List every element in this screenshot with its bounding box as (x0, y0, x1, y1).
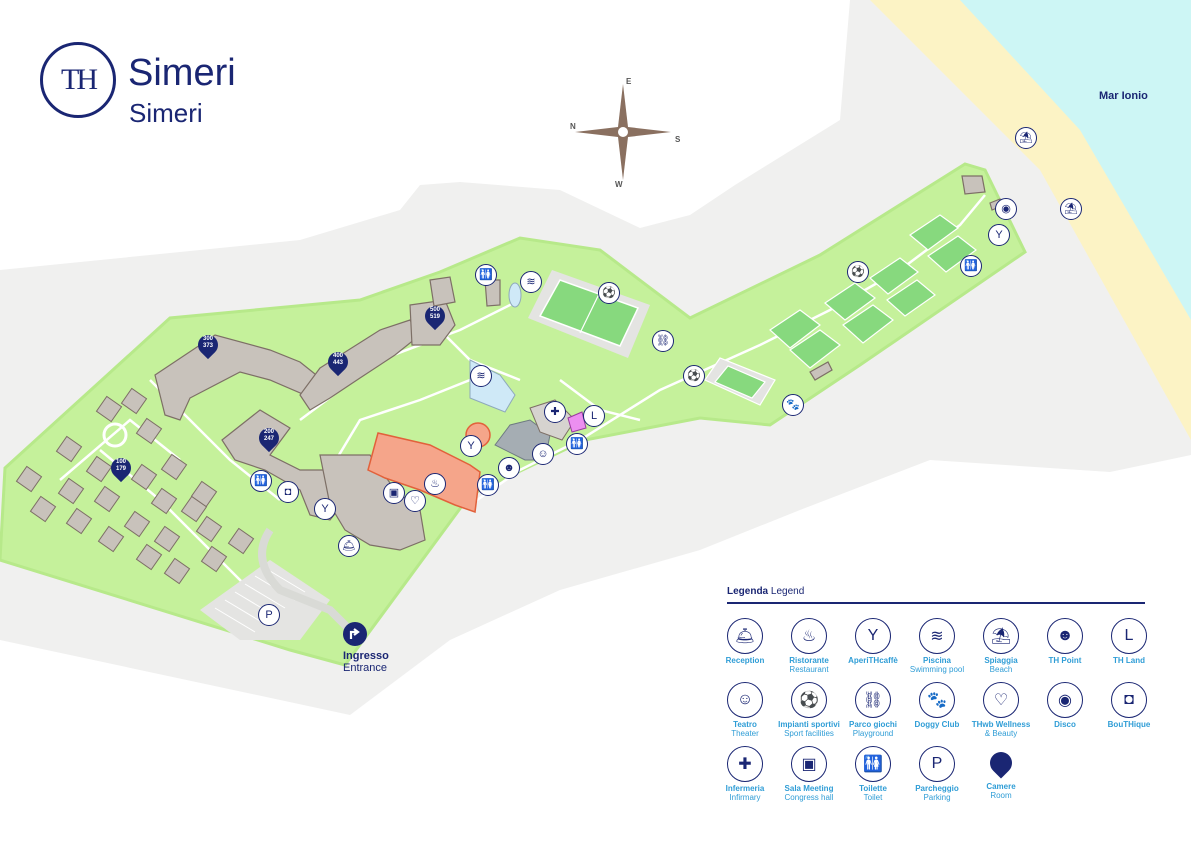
entrance-road (258, 527, 353, 633)
restaurant-icon[interactable]: ♨ (424, 473, 446, 495)
disco-icon[interactable]: ◉ (995, 198, 1017, 220)
football-field (528, 270, 650, 358)
legend-item-wellness: ♡THwb Wellness& Beauty (969, 682, 1033, 738)
meeting-icon[interactable]: ▣ (383, 482, 405, 504)
compass-north: N (570, 122, 576, 131)
meeting-icon: ▣ (791, 746, 827, 782)
sport-courts (704, 214, 977, 406)
th-land-icon: L (1111, 618, 1147, 654)
sea-label: Mar Ionio (1099, 90, 1148, 102)
reception-icon[interactable]: 🛎 (338, 535, 360, 557)
sea (960, 0, 1191, 320)
toilet-icon[interactable]: 🚻 (960, 255, 982, 277)
restaurant-icon: ♨ (791, 618, 827, 654)
parking-icon: P (919, 746, 955, 782)
th-point-icon: ☻ (1047, 618, 1083, 654)
infirmary-icon[interactable]: ✚ (544, 401, 566, 423)
toilet-icon: 🚻 (855, 746, 891, 782)
pool-small (508, 282, 522, 308)
th-logo-mark: TH (40, 42, 116, 118)
entrance-label: Ingresso (343, 650, 389, 662)
doggy-club-icon: 🐾 (919, 682, 955, 718)
sport-icon: ⚽ (791, 682, 827, 718)
boutique-icon: ◘ (1111, 682, 1147, 718)
legend-title: Legenda Legend (727, 586, 805, 597)
compass-south: S (675, 135, 681, 144)
legend-item-reception: 🛎Reception (713, 618, 777, 665)
villas (15, 387, 255, 585)
toilet-icon[interactable]: 🚻 (475, 264, 497, 286)
legend-item-boutique: ◘BouTHique (1097, 682, 1161, 729)
playground-icon[interactable]: ⛓ (652, 330, 674, 352)
entrance-arrow-icon (343, 622, 367, 646)
disco-icon: ◉ (1047, 682, 1083, 718)
brand-name: Simeri (128, 52, 236, 94)
brand-logo: TH Simeri Simeri (40, 40, 270, 135)
beach-icon[interactable]: ⛱ (1060, 198, 1082, 220)
toilet-icon[interactable]: 🚻 (566, 433, 588, 455)
compass-west: W (615, 180, 623, 189)
playground-icon: ⛓ (855, 682, 891, 718)
entrance-marker: Ingresso Entrance (343, 622, 389, 674)
reception-icon: 🛎 (727, 618, 763, 654)
aperithcaffe-icon[interactable]: Y (988, 224, 1010, 246)
room-pin-icon (985, 747, 1017, 779)
sport-icon[interactable]: ⚽ (847, 261, 869, 283)
aperithcaffe-icon[interactable]: Y (314, 498, 336, 520)
beach-icon[interactable]: ⛱ (1015, 127, 1037, 149)
beach-icon: ⛱ (983, 618, 1019, 654)
pool-icon: ≋ (919, 618, 955, 654)
legend-item-doggy-club: 🐾Doggy Club (905, 682, 969, 729)
wellness-icon[interactable]: ♡ (404, 490, 426, 512)
theater-icon: ☺ (727, 682, 763, 718)
compass-east: E (626, 77, 632, 86)
legend-divider (727, 602, 1145, 604)
aperithcaffe-icon[interactable]: Y (460, 435, 482, 457)
compass-rose (575, 84, 671, 180)
sport-icon[interactable]: ⚽ (683, 365, 705, 387)
infirmary-icon: ✚ (727, 746, 763, 782)
doggy-club-icon[interactable]: 🐾 (782, 394, 804, 416)
pool-icon[interactable]: ≋ (470, 365, 492, 387)
toilet-icon[interactable]: 🚻 (250, 470, 272, 492)
wellness-icon: ♡ (983, 682, 1019, 718)
brand-subtitle: Simeri (129, 98, 203, 128)
aperithcaffe-icon: Y (855, 618, 891, 654)
pool-icon[interactable]: ≋ (520, 271, 542, 293)
th-land-building (567, 411, 587, 433)
sport-icon[interactable]: ⚽ (598, 282, 620, 304)
th-land-icon[interactable]: L (583, 405, 605, 427)
th-point-icon[interactable]: ☻ (498, 457, 520, 479)
parking-icon[interactable]: P (258, 604, 280, 626)
boutique-icon[interactable]: ◘ (277, 481, 299, 503)
main-building (367, 432, 481, 514)
parking-lot (200, 560, 330, 640)
entrance-label-en: Entrance (343, 662, 388, 674)
roundabout (102, 422, 128, 448)
theater-icon[interactable]: ☺ (532, 443, 554, 465)
legend-item-th-point: ☻TH Point (1033, 618, 1097, 665)
legend-item-disco: ◉Disco (1033, 682, 1097, 729)
toilet-icon[interactable]: 🚻 (477, 474, 499, 496)
